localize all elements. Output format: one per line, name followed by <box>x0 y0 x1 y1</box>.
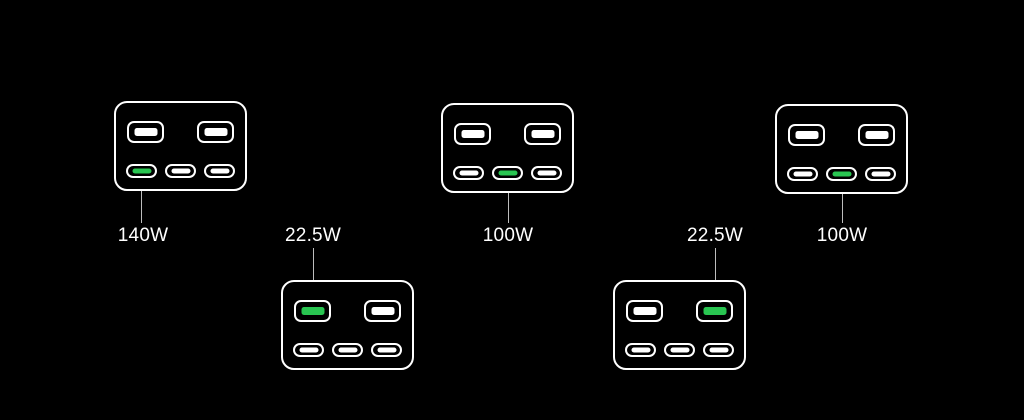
usb-c-port-active <box>826 167 857 181</box>
usb-c-port-pin <box>793 171 812 177</box>
usb-a-port-pin <box>531 130 554 138</box>
usb-a-port-pin <box>461 130 484 138</box>
usb-c-port <box>703 343 734 357</box>
panel-2 <box>281 280 414 370</box>
usb-c-port-pin <box>832 171 851 177</box>
callout-line <box>508 180 509 223</box>
usb-c-port <box>531 166 562 180</box>
wattage-label: 22.5W <box>285 225 341 246</box>
usb-c-port-pin <box>299 347 318 353</box>
callout-line <box>141 177 142 223</box>
usb-a-port <box>454 123 491 145</box>
usb-c-port-pin <box>210 168 229 174</box>
usb-a-port <box>524 123 561 145</box>
usb-c-port-pin <box>459 170 478 176</box>
usb-c-port-pin <box>871 171 890 177</box>
usb-a-port-pin <box>301 307 324 315</box>
usb-c-port-pin <box>132 168 151 174</box>
usb-c-port-pin <box>537 170 556 176</box>
usb-c-port-pin <box>709 347 728 353</box>
wattage-label: 22.5W <box>687 225 743 246</box>
usb-c-port <box>293 343 324 357</box>
usb-a-port-active <box>294 300 331 322</box>
wattage-label: 100W <box>482 225 534 246</box>
usb-c-port <box>865 167 896 181</box>
usb-c-port-pin <box>670 347 689 353</box>
usb-a-port-pin <box>865 131 888 139</box>
usb-a-port <box>364 300 401 322</box>
usb-c-port-active <box>126 164 157 178</box>
usb-a-port-active <box>696 300 733 322</box>
usb-c-port <box>625 343 656 357</box>
usb-c-port-pin <box>377 347 396 353</box>
usb-c-port <box>204 164 235 178</box>
usb-a-port-pin <box>795 131 818 139</box>
callout-line <box>313 248 314 301</box>
wattage-label: 100W <box>816 225 868 246</box>
usb-c-port-active <box>492 166 523 180</box>
usb-a-port-pin <box>703 307 726 315</box>
usb-a-port <box>858 124 895 146</box>
usb-c-port <box>371 343 402 357</box>
usb-c-port <box>165 164 196 178</box>
usb-a-port-pin <box>633 307 656 315</box>
panel-5 <box>775 104 908 194</box>
usb-a-port <box>788 124 825 146</box>
usb-c-port-pin <box>631 347 650 353</box>
usb-c-port <box>453 166 484 180</box>
usb-a-port <box>127 121 164 143</box>
callout-line <box>715 248 716 301</box>
wattage-label: 140W <box>117 225 169 246</box>
panel-4 <box>613 280 746 370</box>
usb-c-port <box>787 167 818 181</box>
usb-a-port-pin <box>371 307 394 315</box>
usb-a-port-pin <box>204 128 227 136</box>
panel-3 <box>441 103 574 193</box>
usb-c-port-pin <box>498 170 517 176</box>
usb-a-port <box>626 300 663 322</box>
usb-a-port-pin <box>134 128 157 136</box>
usb-a-port <box>197 121 234 143</box>
panel-1 <box>114 101 247 191</box>
usb-c-port <box>332 343 363 357</box>
callout-line <box>842 181 843 223</box>
usb-c-port-pin <box>338 347 357 353</box>
usb-c-port <box>664 343 695 357</box>
usb-c-port-pin <box>171 168 190 174</box>
